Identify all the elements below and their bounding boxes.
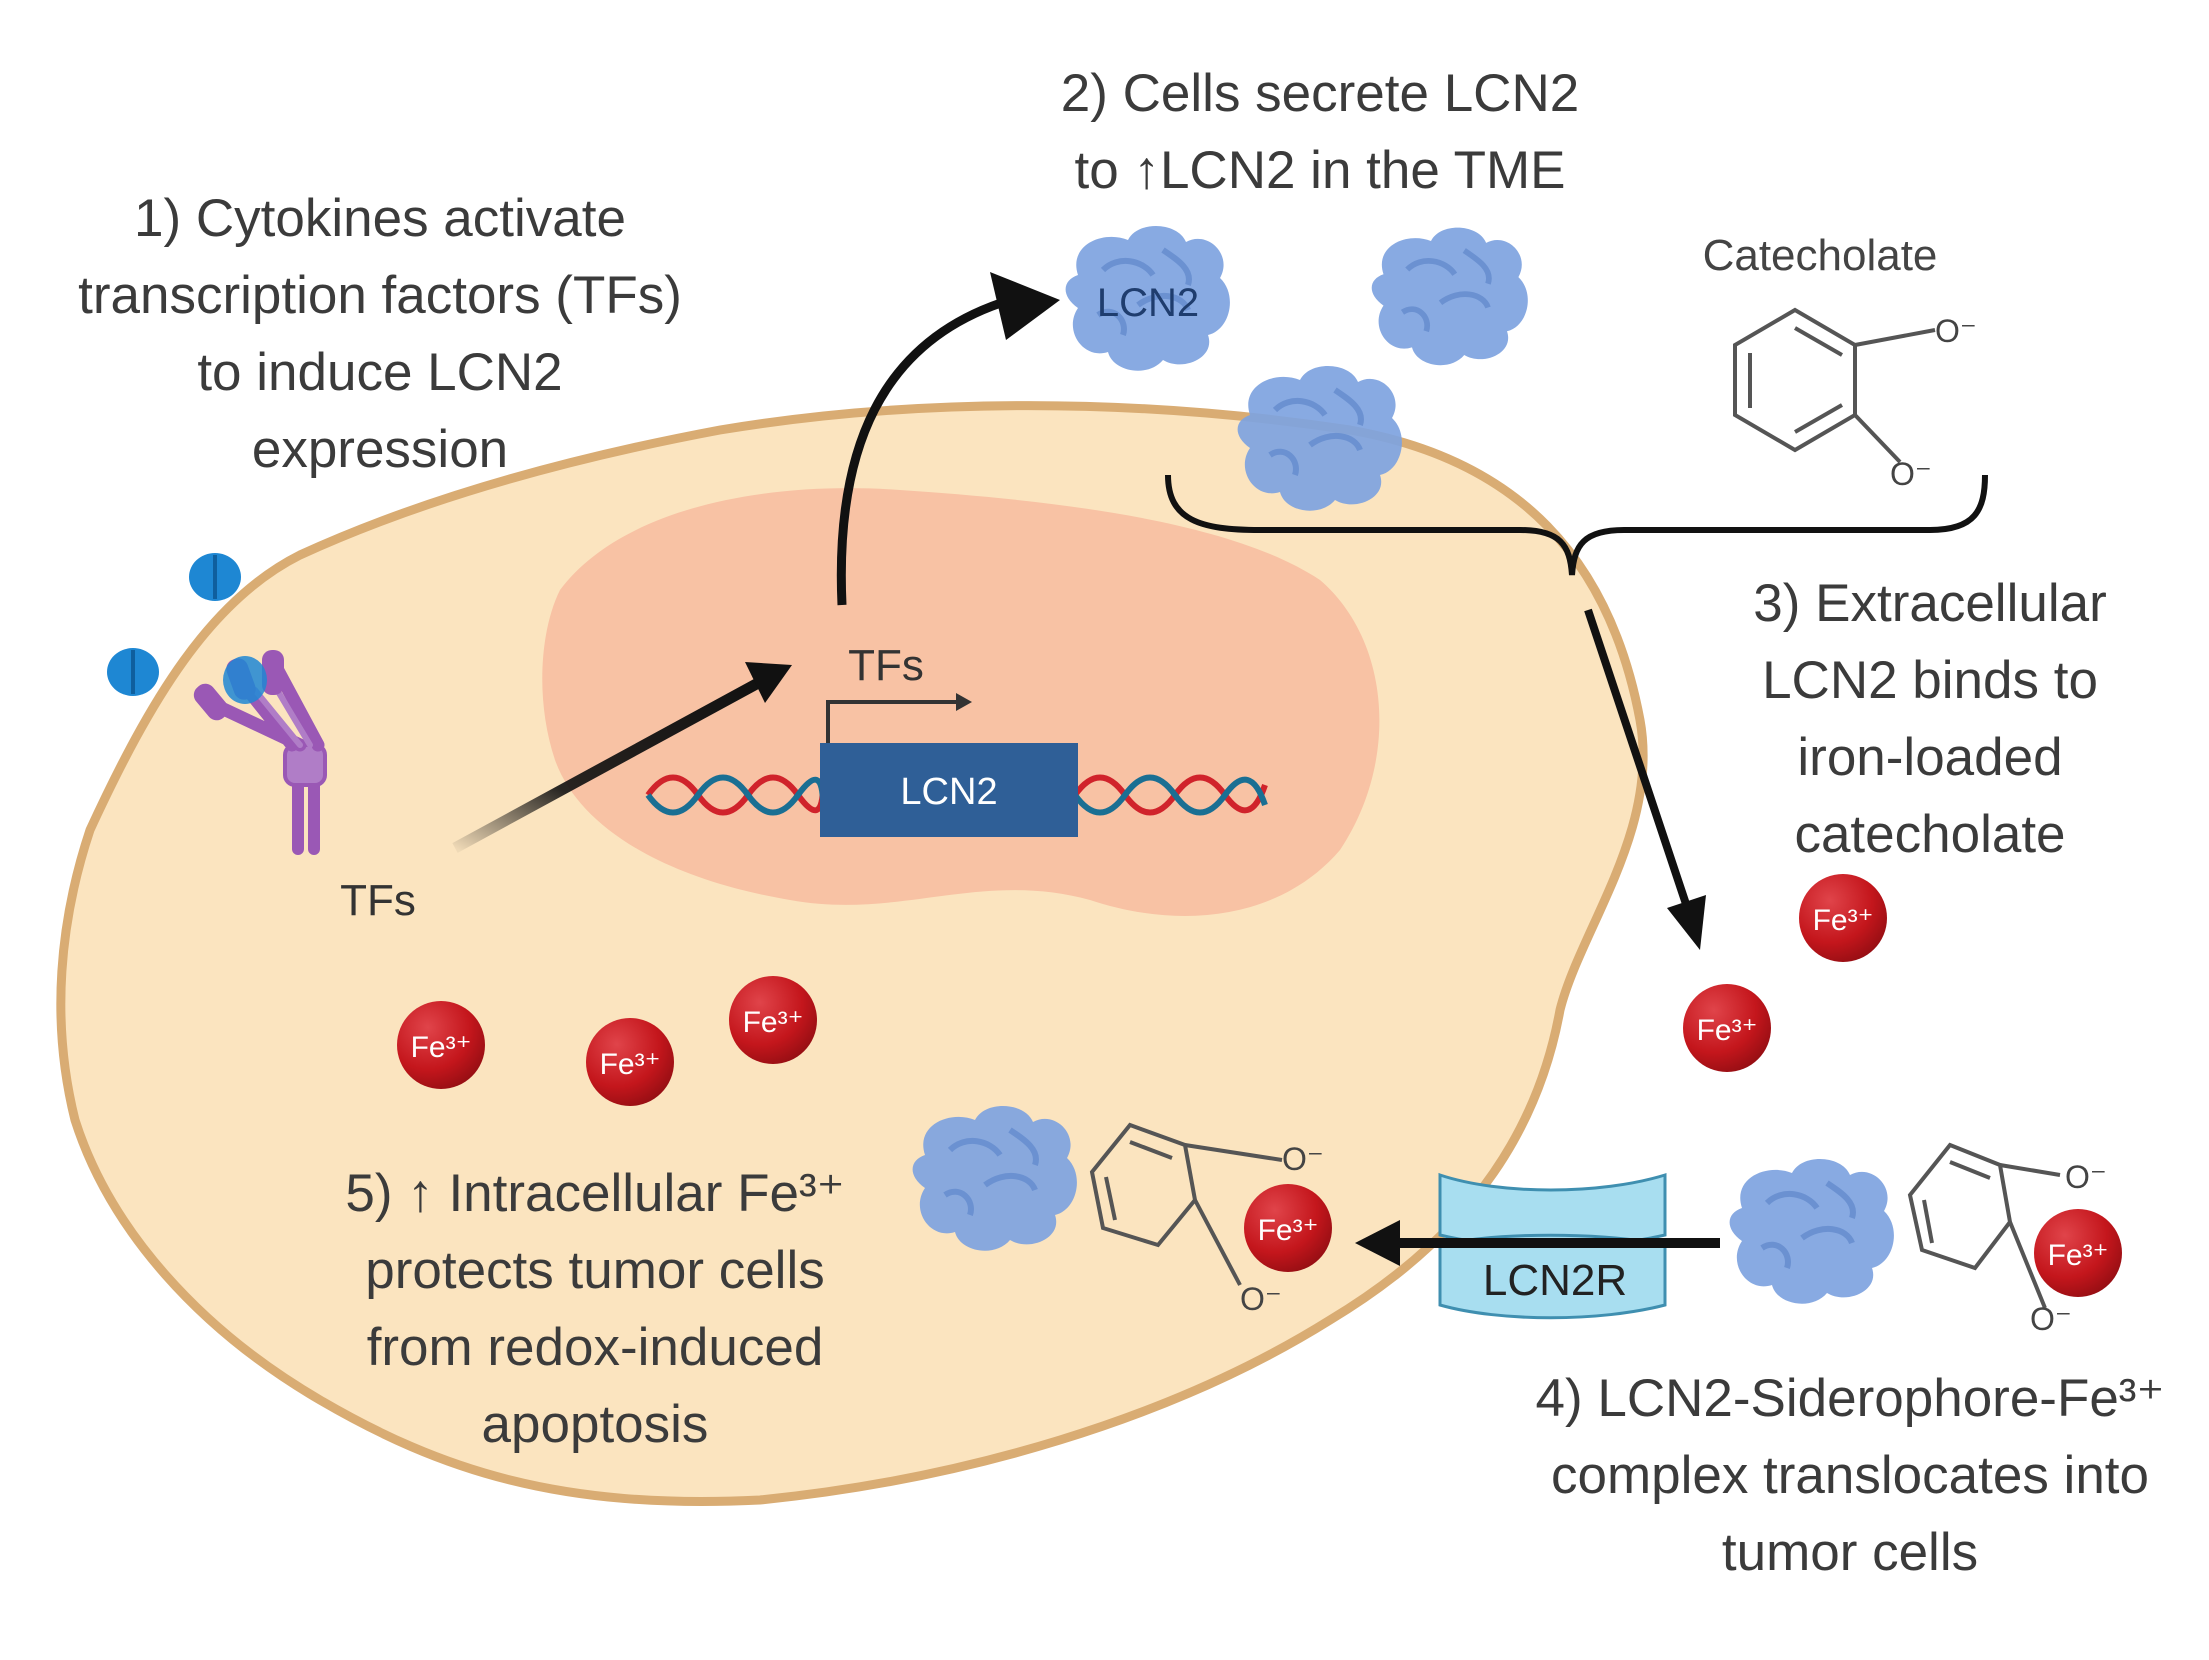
dna-helix	[645, 774, 1268, 816]
catecholate-molecule	[1089, 1122, 1283, 1286]
iron-ion	[397, 1001, 485, 1089]
grouping-brace	[1165, 474, 1988, 576]
iron-ion	[2034, 1209, 2122, 1297]
step-3-text: 3) Extracellular LCN2 binds to iron-load…	[1753, 574, 2107, 864]
secretion-arrow	[836, 295, 1012, 606]
step-1-text: 1) Cytokines activate transcription fact…	[78, 189, 682, 479]
transcription-start-arrow	[826, 700, 958, 743]
oxygen-label: O⁻	[1890, 456, 1932, 492]
catecholate-molecule	[1907, 1142, 2061, 1309]
binding-arrow	[1584, 608, 1692, 912]
cytokine-bound	[223, 656, 267, 704]
iron-label: Fe³⁺	[600, 1048, 661, 1081]
iron-ion	[586, 1018, 674, 1106]
oxygen-label: O⁻	[1935, 313, 1977, 349]
lcn2-gene-box	[820, 743, 1078, 837]
iron-ion	[729, 976, 817, 1064]
iron-label: Fe³⁺	[2048, 1239, 2109, 1272]
step-4-text: 4) LCN2-Siderophore-Fe³⁺ complex translo…	[1535, 1369, 2165, 1582]
lcn2-protein	[1730, 1159, 1894, 1304]
iron-ion	[1683, 984, 1771, 1072]
catecholate-label: Catecholate	[1703, 231, 1938, 280]
tfs-cytoplasm-label: TFs	[340, 876, 416, 925]
lcn2-protein	[1372, 228, 1528, 366]
lcn2-protein	[1238, 366, 1402, 511]
iron-ion	[1799, 874, 1887, 962]
lcn2-protein-label: LCN2	[1097, 281, 1199, 325]
oxygen-label: O⁻	[2030, 1301, 2072, 1337]
gene-label: LCN2	[900, 771, 997, 813]
iron-label: Fe³⁺	[1813, 904, 1874, 937]
tf-translocation-arrow	[452, 677, 763, 853]
oxygen-label: O⁻	[1240, 1281, 1282, 1317]
oxygen-label: O⁻	[2065, 1159, 2107, 1195]
iron-label: Fe³⁺	[1697, 1014, 1758, 1047]
step-2-text: 2) Cells secrete LCN2 to ↑LCN2 in the TM…	[1060, 64, 1580, 200]
step-5-text: 5) ↑ Intracellular Fe³⁺ protects tumor c…	[345, 1164, 845, 1454]
iron-ion	[1244, 1184, 1332, 1272]
lcn2-protein	[913, 1106, 1077, 1251]
tfs-nucleus-label: TFs	[848, 641, 924, 690]
oxygen-label: O⁻	[1282, 1141, 1324, 1177]
cytokine	[107, 648, 159, 696]
lcn2r-receptor	[1438, 1172, 1667, 1320]
iron-label: Fe³⁺	[1258, 1214, 1319, 1247]
iron-label: Fe³⁺	[411, 1031, 472, 1064]
receptor-label: LCN2R	[1483, 1256, 1627, 1305]
catecholate-molecule	[1733, 307, 1936, 464]
cytokine	[189, 553, 241, 601]
iron-label: Fe³⁺	[743, 1006, 804, 1039]
